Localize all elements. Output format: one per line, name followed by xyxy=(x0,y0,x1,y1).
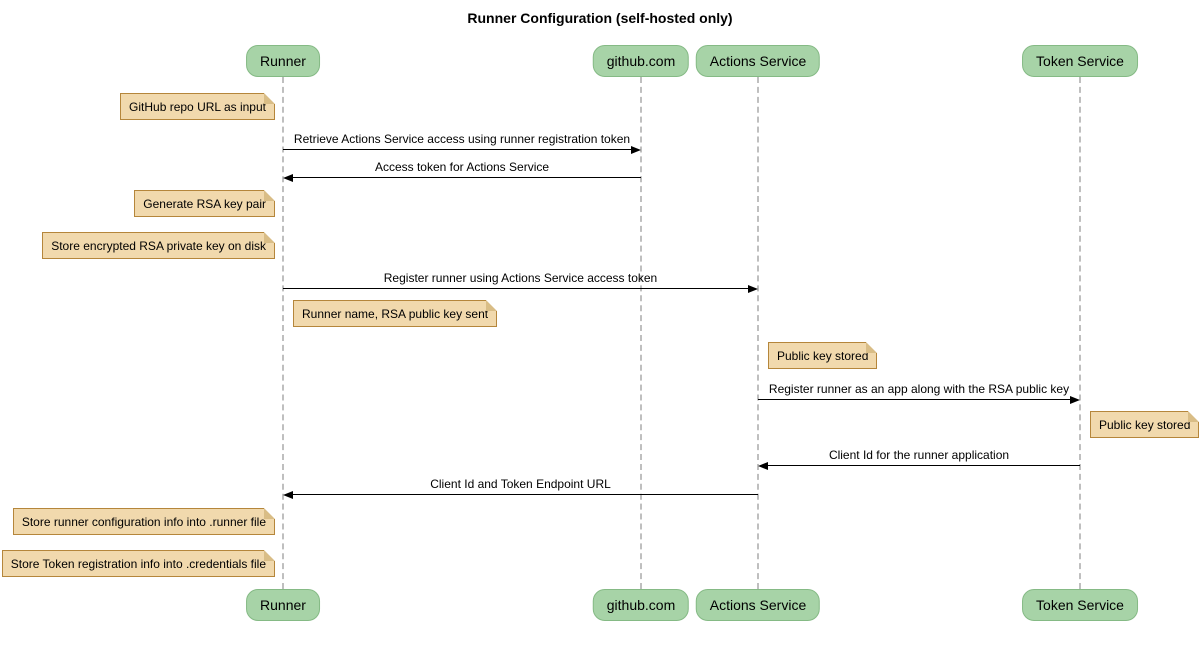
arrowhead-icon-3 xyxy=(1070,396,1080,404)
participant-box-actions-service-top: Actions Service xyxy=(695,45,821,77)
note-store-token-registration-info-into-credentials-file: Store Token registration info into .cred… xyxy=(1,550,276,577)
participant-box-token-service-bottom: Token Service xyxy=(1022,589,1138,621)
participant-box-actions-service-bottom: Actions Service xyxy=(695,589,821,621)
lifeline-github-com xyxy=(640,77,642,589)
diagram-title: Runner Configuration (self-hosted only) xyxy=(467,10,733,26)
arrowhead-icon-2 xyxy=(748,285,758,293)
note-runner-name-rsa-public-key-sent: Runner name, RSA public key sent xyxy=(293,300,498,327)
message-line-1 xyxy=(291,177,641,178)
participant-box-runner-top: Runner xyxy=(246,45,320,77)
note-store-runner-configuration-info-into-runner-file: Store runner configuration info into .ru… xyxy=(12,508,276,535)
arrowhead-icon-0 xyxy=(631,146,641,154)
note-store-encrypted-rsa-private-key-on-disk: Store encrypted RSA private key on disk xyxy=(42,232,275,259)
participant-box-github-com-bottom: github.com xyxy=(592,589,690,621)
message-line-3 xyxy=(758,399,1072,400)
lifeline-actions-service xyxy=(757,77,759,589)
message-label-0: Retrieve Actions Service access using ru… xyxy=(293,132,631,146)
arrowhead-icon-5 xyxy=(283,491,293,499)
arrowhead-icon-1 xyxy=(283,174,293,182)
message-line-0 xyxy=(283,149,633,150)
note-public-key-stored: Public key stored xyxy=(768,342,878,369)
participant-box-github-com-top: github.com xyxy=(592,45,690,77)
arrowhead-icon-4 xyxy=(758,462,768,470)
message-line-4 xyxy=(766,465,1080,466)
message-label-1: Access token for Actions Service xyxy=(374,160,550,174)
note-generate-rsa-key-pair: Generate RSA key pair xyxy=(134,190,275,217)
message-label-4: Client Id for the runner application xyxy=(828,448,1010,462)
lifeline-token-service xyxy=(1079,77,1081,589)
message-line-5 xyxy=(291,494,758,495)
message-label-5: Client Id and Token Endpoint URL xyxy=(430,477,611,491)
lifeline-runner xyxy=(282,77,284,589)
message-line-2 xyxy=(283,288,750,289)
message-label-3: Register runner as an app along with the… xyxy=(768,382,1070,396)
participant-box-runner-bottom: Runner xyxy=(246,589,320,621)
note-public-key-stored: Public key stored xyxy=(1090,411,1200,438)
participant-box-token-service-top: Token Service xyxy=(1022,45,1138,77)
note-github-repo-url-as-input: GitHub repo URL as input xyxy=(120,93,275,120)
message-label-2: Register runner using Actions Service ac… xyxy=(383,271,658,285)
